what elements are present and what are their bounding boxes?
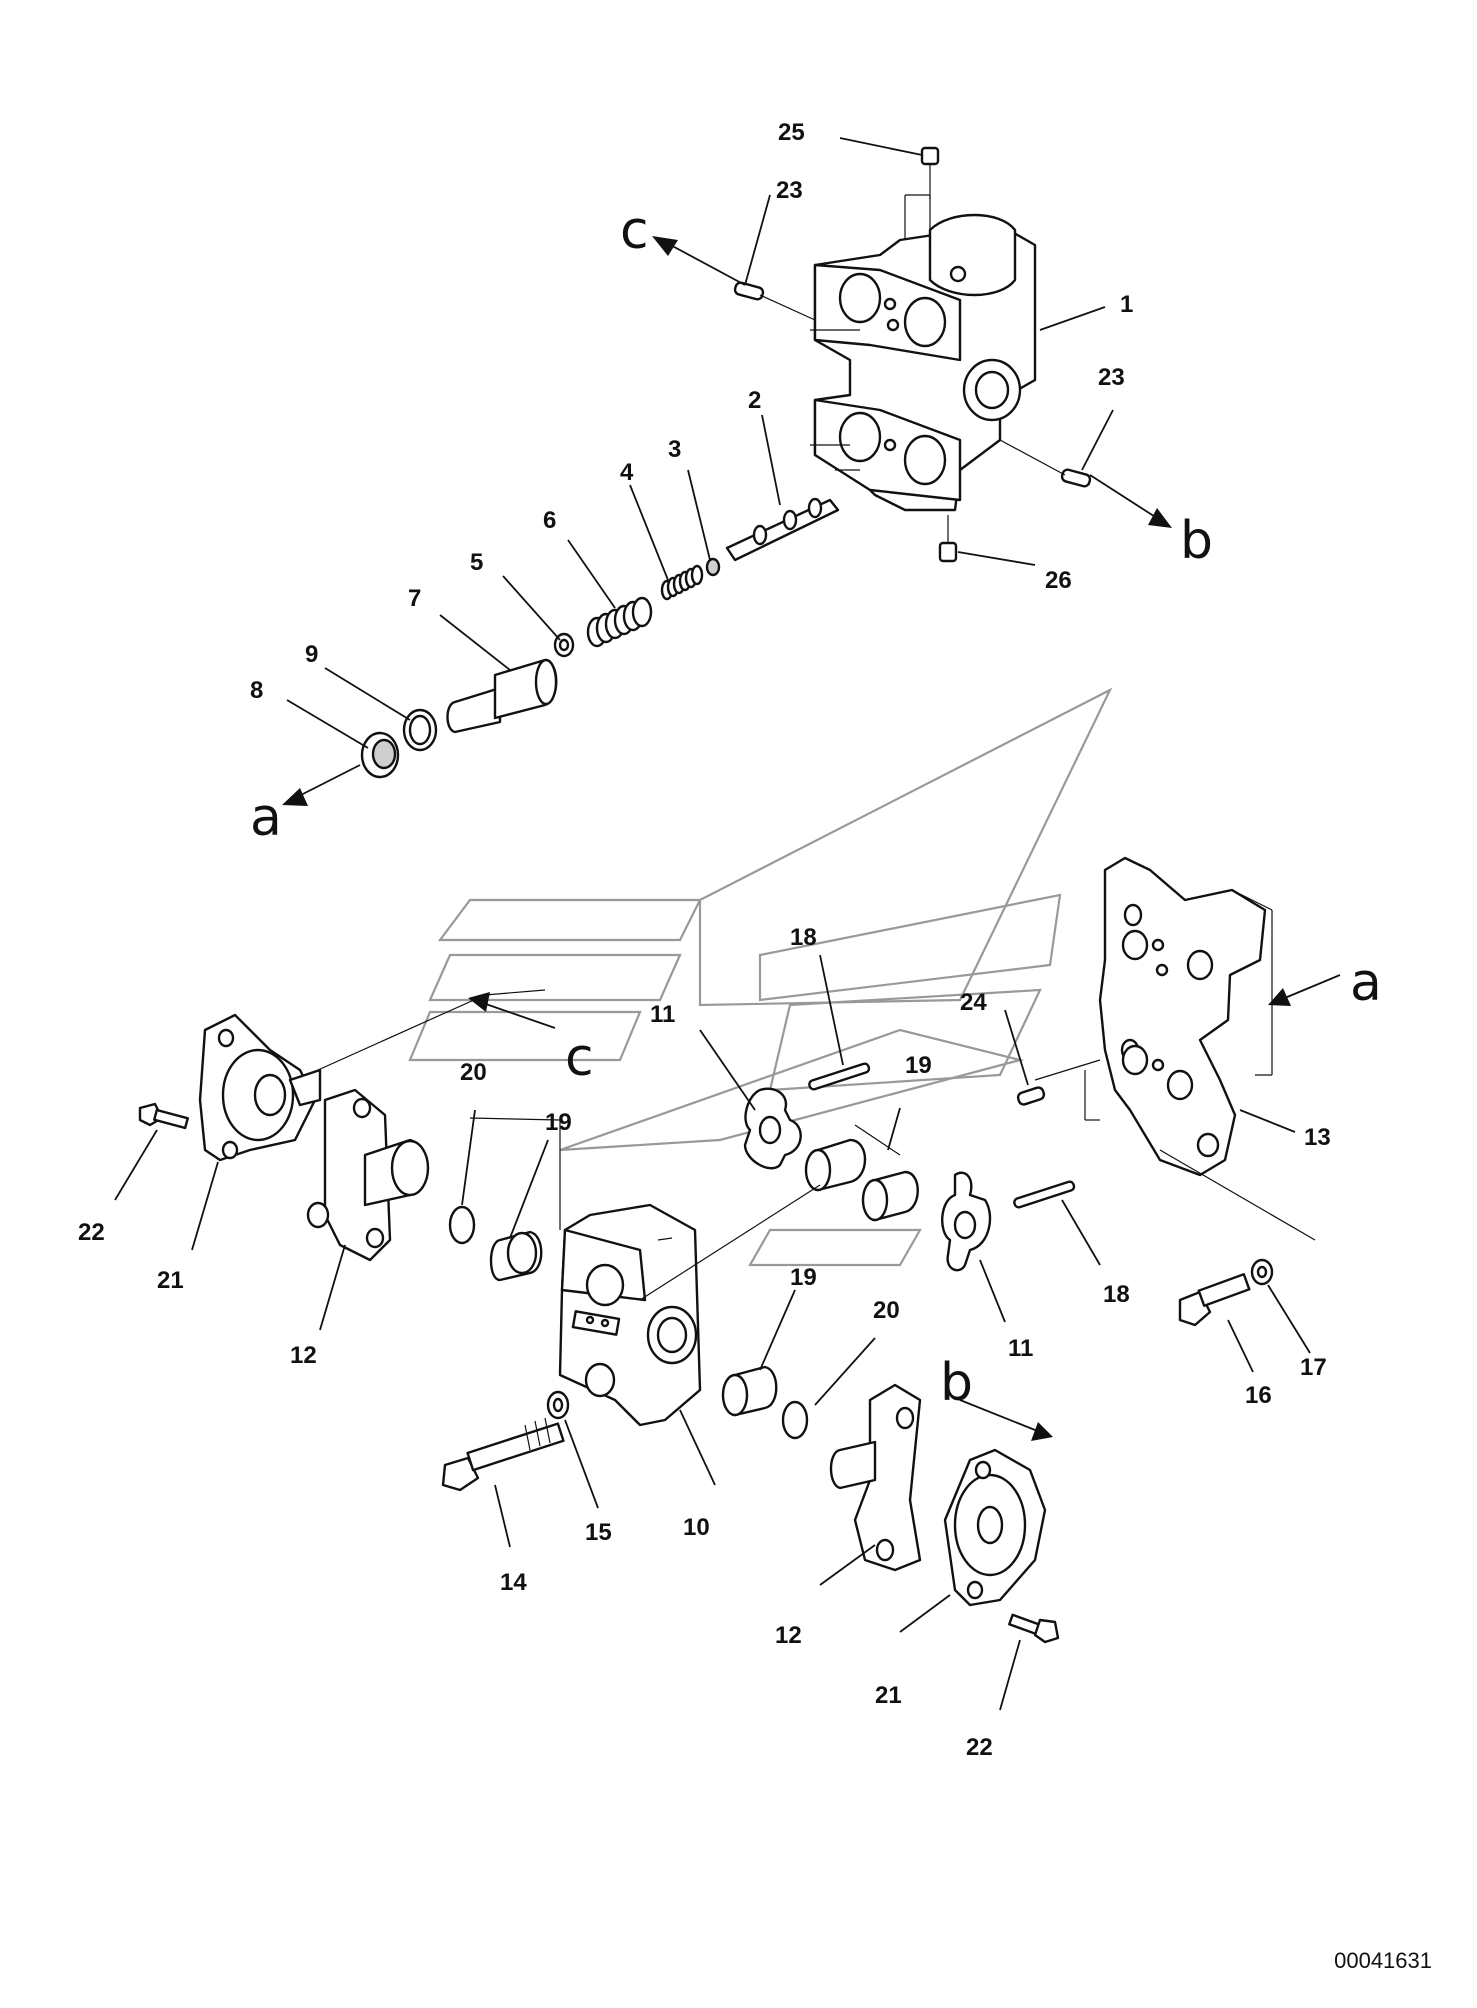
- pin-18-lower: [1013, 1180, 1076, 1209]
- callout-2: 2: [748, 387, 761, 414]
- callout-labels: 1 2 3 4 5 6 7 8 9 10 11 11 12 12 13 14 1…: [78, 119, 1331, 1761]
- callout-19-top: 19: [905, 1052, 932, 1079]
- piston: [446, 658, 558, 734]
- direction-label-a-left: a: [250, 788, 282, 848]
- direction-label-b-upper: b: [1180, 511, 1213, 571]
- callout-7: 7: [408, 585, 421, 612]
- pin-23-upper: [733, 281, 816, 321]
- callout-21-left: 21: [157, 1267, 184, 1294]
- callout-6: 6: [543, 507, 556, 534]
- callout-19-left: 19: [545, 1109, 572, 1136]
- callout-12-left: 12: [290, 1342, 317, 1369]
- callout-18-lower: 18: [1103, 1281, 1130, 1308]
- callout-18-upper: 18: [790, 924, 817, 951]
- callout-25: 25: [778, 119, 805, 146]
- leader-lines: [114, 137, 1311, 1711]
- callout-11-lower: 11: [1008, 1335, 1033, 1362]
- direction-arrows: [282, 236, 1341, 1441]
- callout-13: 13: [1304, 1124, 1331, 1151]
- direction-labels: c b a a c b: [250, 201, 1382, 1413]
- bolt-14: [441, 1417, 565, 1492]
- callout-16: 16: [1245, 1382, 1272, 1409]
- bolt-16: [1178, 1273, 1251, 1327]
- bolt-22-left: [138, 1102, 189, 1130]
- direction-label-c-lower: c: [565, 1028, 594, 1088]
- callout-3: 3: [668, 436, 681, 463]
- callout-26: 26: [1045, 567, 1072, 594]
- bushing-19-top-left: [804, 1138, 867, 1192]
- callout-1: 1: [1120, 291, 1133, 318]
- callout-22-right: 22: [966, 1734, 993, 1761]
- bushing-19-bottom: [721, 1365, 778, 1417]
- spring-large: [586, 596, 653, 648]
- pin-18-upper: [808, 1062, 871, 1091]
- callout-10: 10: [683, 1514, 710, 1541]
- lever-11-lower: [941, 1171, 992, 1272]
- callout-22-left: 22: [78, 1219, 105, 1246]
- callout-4: 4: [620, 459, 634, 486]
- callout-17: 17: [1300, 1354, 1327, 1381]
- bracket-12-right: [829, 1383, 922, 1572]
- bolt-22-right: [1008, 1613, 1060, 1644]
- direction-label-a-right: a: [1350, 953, 1382, 1013]
- ring: [705, 557, 721, 577]
- callout-9: 9: [305, 641, 318, 668]
- washer-15: [546, 1390, 570, 1420]
- pin-23-lower: [999, 439, 1092, 488]
- callout-21-right: 21: [875, 1682, 902, 1709]
- spring-small: [660, 564, 704, 601]
- callout-20-left: 20: [460, 1059, 487, 1086]
- spool: [725, 497, 840, 562]
- plug-8: [360, 731, 400, 779]
- housing: [558, 1203, 702, 1427]
- bushing-19-left: [489, 1230, 543, 1282]
- callout-23-lower: 23: [1098, 364, 1125, 391]
- plate: [1084, 856, 1316, 1241]
- callout-14: 14: [500, 1569, 527, 1596]
- drawing-reference-code: 00041631: [1334, 1948, 1432, 1973]
- cover-21-right: [943, 1448, 1047, 1607]
- callout-5: 5: [470, 549, 483, 576]
- assembly-guide-lines: [317, 989, 1101, 1301]
- direction-label-b-lower: b: [940, 1353, 973, 1413]
- callout-23-upper: 23: [776, 177, 803, 204]
- seal-20-right: [781, 1400, 809, 1440]
- o-ring-9: [402, 708, 438, 752]
- bushing-19-top-right: [861, 1170, 919, 1222]
- valve-body: [810, 194, 1037, 512]
- callout-11-upper: 11: [650, 1001, 675, 1028]
- seal-20-left: [448, 1205, 476, 1245]
- callout-19-bottom: 19: [790, 1264, 817, 1291]
- plug-26: [938, 515, 958, 563]
- callout-12-right: 12: [775, 1622, 802, 1649]
- washer-17: [1250, 1258, 1274, 1286]
- bracket-12-left: [306, 1088, 430, 1262]
- callout-20-right: 20: [873, 1297, 900, 1324]
- callout-8: 8: [250, 677, 263, 704]
- cover-21-left: [198, 1013, 322, 1162]
- plug-25: [920, 146, 940, 200]
- callout-24: 24: [960, 989, 987, 1016]
- direction-label-c-upper: c: [620, 201, 649, 261]
- callout-15: 15: [585, 1519, 612, 1546]
- pin-24: [1016, 1086, 1046, 1106]
- watermark-logo: [408, 687, 1113, 1267]
- lever-11-upper: [743, 1087, 802, 1170]
